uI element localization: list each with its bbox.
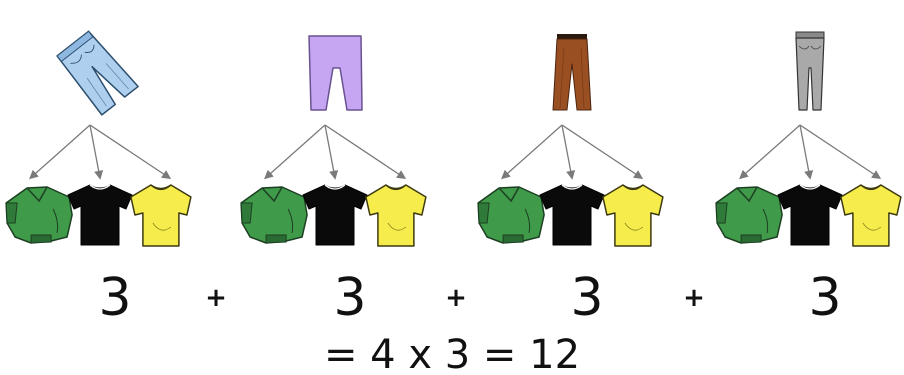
black-tshirt-icon — [777, 184, 843, 246]
grey-jeans-icon — [795, 31, 825, 111]
plus-operator: + — [683, 283, 705, 313]
combination-count: 3 — [98, 268, 131, 328]
yellow-tshirt-icon — [840, 184, 902, 247]
light-blue-jeans-icon — [55, 27, 139, 116]
black-tshirt-icon — [67, 184, 133, 246]
branch-arrow — [324, 124, 339, 180]
green-sweater-icon — [5, 186, 73, 244]
branch-arrow — [29, 124, 91, 180]
groups-layer: 3 3 3 3 — [5, 27, 902, 328]
branch-arrow — [799, 124, 882, 180]
yellow-tshirt-icon — [602, 184, 664, 247]
plus-operator: + — [205, 283, 227, 313]
operators-layer: + + + — [205, 283, 705, 313]
branch-arrow — [89, 124, 104, 180]
green-sweater-icon — [715, 186, 783, 244]
branch-arrow — [739, 124, 801, 180]
yellow-tshirt-icon — [130, 184, 192, 247]
green-sweater-icon — [477, 186, 545, 244]
branch-arrow — [561, 124, 576, 180]
combination-count: 3 — [570, 268, 603, 328]
outfit-group: 3 — [240, 35, 427, 328]
branch-arrow — [89, 124, 172, 180]
branch-arrow — [799, 124, 814, 180]
combination-count: 3 — [808, 268, 841, 328]
outfit-group: 3 — [477, 33, 664, 328]
branch-arrow — [264, 124, 326, 180]
yellow-tshirt-icon — [365, 184, 427, 247]
green-sweater-icon — [240, 186, 308, 244]
lavender-leggings-icon — [308, 35, 363, 111]
black-tshirt-icon — [302, 184, 368, 246]
black-tshirt-icon — [539, 184, 605, 246]
brown-trousers-icon — [552, 33, 592, 111]
outfit-group: 3 — [715, 31, 902, 328]
branch-arrow — [324, 124, 407, 180]
equation-text: = 4 x 3 = 12 — [324, 332, 580, 375]
outfit-group: 3 — [5, 27, 192, 328]
plus-operator: + — [445, 283, 467, 313]
branch-arrow — [501, 124, 563, 180]
combination-count: 3 — [333, 268, 366, 328]
branch-arrow — [561, 124, 644, 180]
